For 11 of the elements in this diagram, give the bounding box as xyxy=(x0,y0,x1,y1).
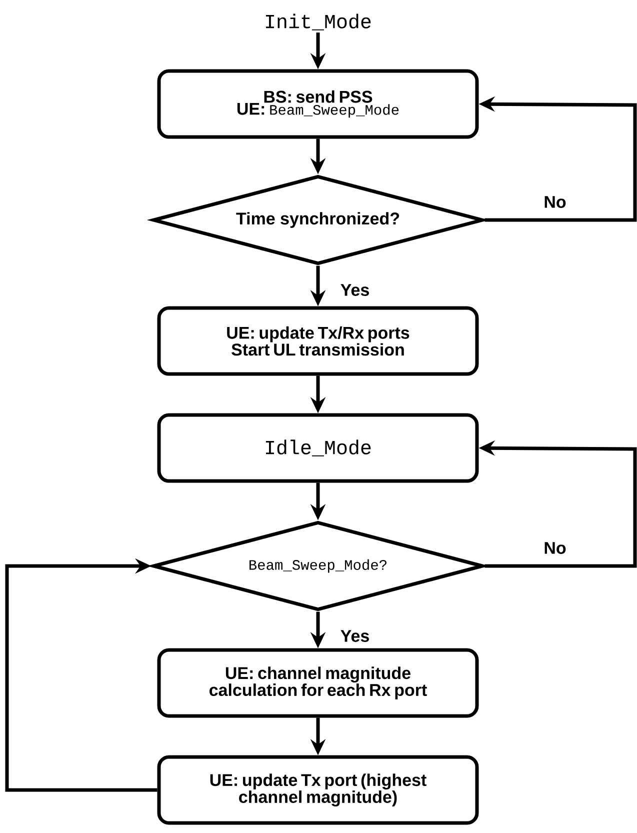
process-box: UE: channel magnitude calculation for each Rx port xyxy=(157,648,479,718)
arrow xyxy=(5,558,158,792)
edge-label: No xyxy=(542,541,568,555)
process-box: Idle_Mode xyxy=(157,413,479,483)
process-box: UE: update Tx/Rx ports Start UL transmission xyxy=(157,306,479,376)
mode-label: Init_Mode xyxy=(266,14,371,30)
edge-label: Yes xyxy=(339,283,371,297)
process-box: BS: send PSS UE: Beam_Sweep_Mode xyxy=(157,69,479,139)
edge-label: No xyxy=(542,195,568,209)
edge-label: Yes xyxy=(339,629,371,643)
process-box: UE: update Tx port (highest channel magnitude) xyxy=(157,755,479,825)
